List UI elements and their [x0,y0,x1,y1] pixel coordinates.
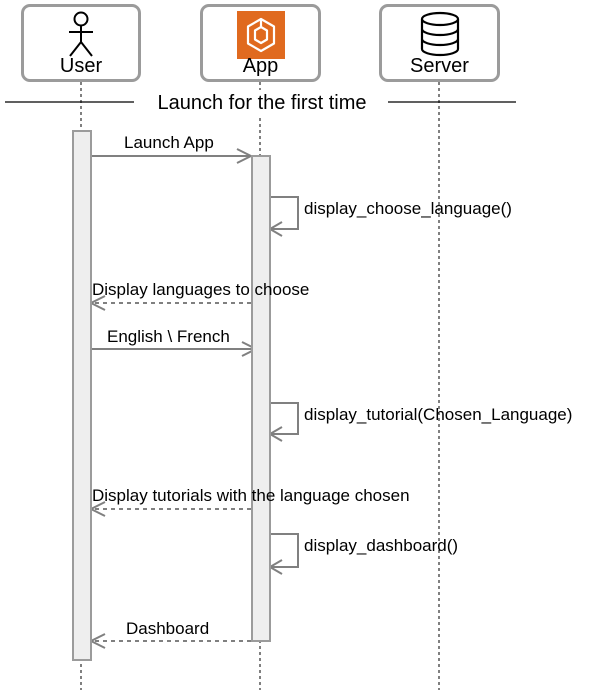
participant-app-label: App [242,55,279,77]
message-label-english-french: English \ French [107,327,230,346]
participant-user-label: User [59,55,103,77]
frame-title: Launch for the first time [140,90,384,116]
message-label-display-tutorials: Display tutorials with the language chos… [92,486,410,505]
user-activation-bar [72,130,92,661]
message-label-display-dashboard: display_dashboard() [304,536,459,555]
database-cylinder-icon [420,11,459,57]
message-label-display-tutorial: display_tutorial(Chosen_Language) [304,405,573,424]
message-display-choose-language-arrow [268,196,299,237]
message-label-dashboard: Dashboard [126,619,210,638]
message-label-display-choose-language: display_choose_language() [304,199,512,218]
participant-server: Server [379,4,500,82]
participant-server-label: Server [410,55,469,77]
participant-app: App [200,4,321,82]
message-label-launch-app: Launch App [124,133,214,152]
stick-figure-actor-icon [69,11,93,57]
app-hexagon-icon [236,11,285,59]
participant-user: User [21,4,141,82]
app-activation-bar [251,155,271,642]
message-label-display-languages: Display languages to choose [92,280,310,299]
